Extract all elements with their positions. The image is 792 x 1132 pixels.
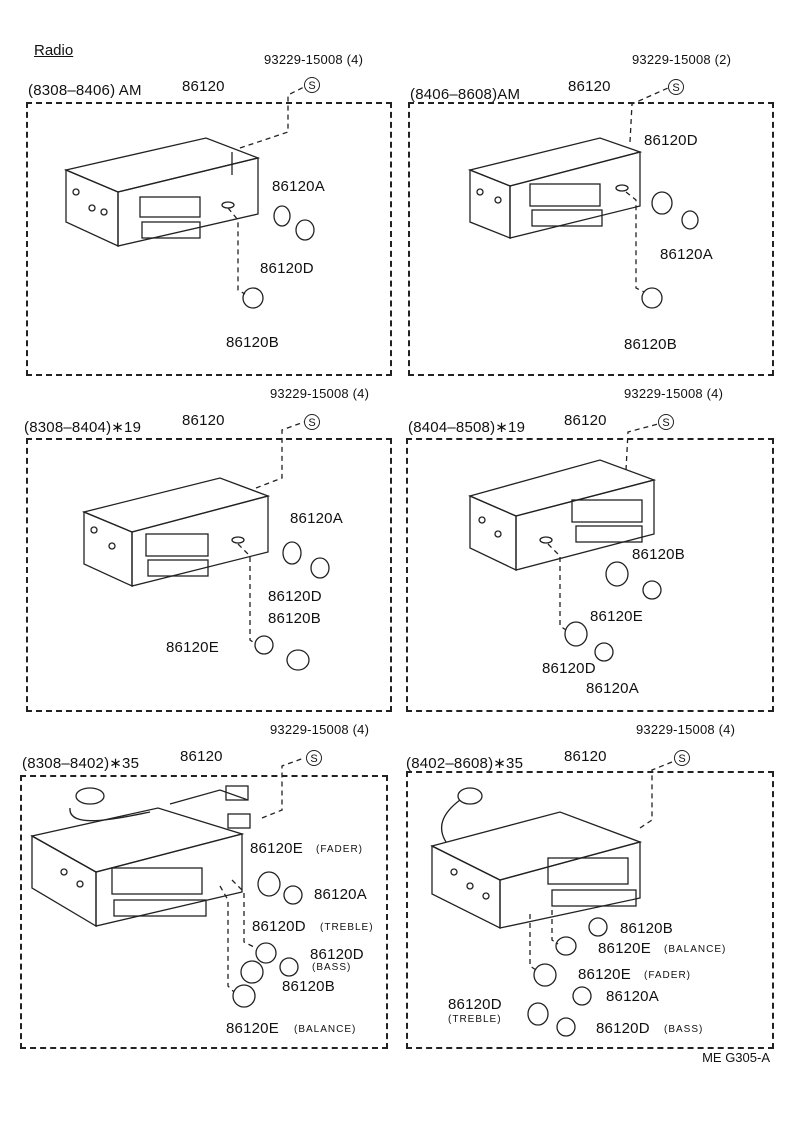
knob-5d-treble-drawing	[255, 942, 277, 964]
panel-1-frame	[26, 102, 392, 376]
radio-unit-4-drawing	[468, 459, 657, 572]
knob-1d-drawing	[273, 205, 291, 227]
callout-86120a-4: 86120A	[586, 680, 639, 697]
knob-2d-drawing	[651, 191, 673, 215]
screw-symbol-5: S	[306, 750, 322, 766]
knob-3b-drawing	[286, 649, 310, 671]
callout-86120d-2: 86120D	[644, 132, 698, 149]
knob-6b-drawing	[588, 917, 608, 937]
part-main-2: 86120	[568, 78, 611, 95]
callout-86120b-3: 86120B	[268, 610, 321, 627]
knob-4a-drawing	[594, 642, 614, 662]
knob-1b-drawing	[242, 287, 264, 309]
knob-6a-drawing	[572, 986, 592, 1006]
knob-5e-fader-drawing	[257, 871, 281, 897]
callout-86120a-5: 86120A	[314, 886, 367, 903]
knob-6d-treble-drawing	[527, 1002, 549, 1026]
screw-symbol-6: S	[674, 750, 690, 766]
callout-86120a-1: 86120A	[272, 178, 325, 195]
qualifier-bass-6: (BASS)	[664, 1024, 704, 1035]
callout-86120a-6: 86120A	[606, 988, 659, 1005]
screw-label-5: 93229-15008 (4)	[270, 722, 370, 737]
knob-6e-balance-drawing	[555, 936, 577, 956]
panel-6-frame	[406, 771, 774, 1049]
screw-symbol-2: S	[668, 79, 684, 95]
page-title: Radio	[34, 42, 74, 59]
knob-6e-fader-drawing	[533, 963, 557, 987]
callout-86120e-fader-6: 86120E	[578, 966, 631, 983]
knob-3e-drawing	[254, 635, 274, 655]
callout-86120d-bass-6: 86120D	[596, 1020, 650, 1037]
panel-4-frame	[406, 438, 774, 712]
callout-86120d-3: 86120D	[268, 588, 322, 605]
callout-86120d-bass-5: 86120D	[310, 946, 364, 963]
panel-5-frame	[20, 775, 388, 1049]
callout-86120e-balance-5: 86120E	[226, 1020, 279, 1037]
callout-86120d-4: 86120D	[542, 660, 596, 677]
radio-unit-1-drawing	[63, 137, 261, 248]
range-label-3: (8308–8404)∗19	[24, 419, 142, 436]
radio-unit-2-drawing	[467, 137, 643, 239]
callout-86120b-2: 86120B	[624, 336, 677, 353]
part-main-6: 86120	[564, 748, 607, 765]
radio-unit-3-drawing	[81, 477, 271, 588]
part-main-1: 86120	[182, 78, 225, 95]
part-main-5: 86120	[180, 748, 223, 765]
screw-label-4: 93229-15008 (4)	[624, 386, 724, 401]
knob-2b-drawing	[641, 287, 663, 309]
callout-86120a-3: 86120A	[290, 510, 343, 527]
callout-86120e-4: 86120E	[590, 608, 643, 625]
knob-4d-drawing	[564, 621, 588, 647]
knob-1a-drawing	[295, 219, 315, 241]
qualifier-bass-5: (BASS)	[312, 962, 352, 973]
part-main-4: 86120	[564, 412, 607, 429]
callout-86120a-2: 86120A	[660, 246, 713, 263]
knob-3d-drawing	[282, 541, 302, 565]
knob-6d-bass-drawing	[556, 1017, 576, 1037]
part-main-3: 86120	[182, 412, 225, 429]
callout-86120b-6: 86120B	[620, 920, 673, 937]
screw-label-1: 93229-15008 (4)	[264, 52, 364, 67]
knob-5d-bass-drawing	[279, 957, 299, 977]
screw-label-6: 93229-15008 (4)	[636, 722, 736, 737]
callout-86120d-treble-5: 86120D	[252, 918, 306, 935]
range-label-6: (8402–8608)∗35	[406, 755, 524, 772]
qualifier-balance-5: (BALANCE)	[294, 1024, 357, 1035]
callout-86120d-1: 86120D	[260, 260, 314, 277]
callout-86120e-fader-5: 86120E	[250, 840, 303, 857]
figure-code: ME G305-A	[702, 1050, 770, 1065]
panel-2-frame	[408, 102, 774, 376]
range-label-1: (8308–8406) AM	[28, 82, 142, 99]
knob-3a-drawing	[310, 557, 330, 579]
callout-86120b-5: 86120B	[282, 978, 335, 995]
screw-symbol-3: S	[304, 414, 320, 430]
range-label-4: (8404–8508)∗19	[408, 419, 526, 436]
qualifier-treble-5: (TREBLE)	[320, 922, 374, 933]
screw-symbol-4: S	[658, 414, 674, 430]
knob-5e-balance-drawing	[232, 984, 256, 1008]
panel-3-frame	[26, 438, 392, 712]
callout-86120d-treble-6: 86120D	[448, 996, 502, 1013]
callout-86120e-balance-6: 86120E	[598, 940, 651, 957]
qualifier-treble-6: (TREBLE)	[448, 1014, 502, 1025]
knob-2a-drawing	[681, 210, 699, 230]
radio-unit-5-drawing	[30, 785, 251, 928]
qualifier-balance-6: (BALANCE)	[664, 944, 727, 955]
screw-label-3: 93229-15008 (4)	[270, 386, 370, 401]
range-label-2: (8406–8608)AM	[410, 86, 521, 103]
radio-unit-6-drawing	[430, 787, 643, 930]
range-label-5: (8308–8402)∗35	[22, 755, 140, 772]
callout-86120b-1: 86120B	[226, 334, 279, 351]
qualifier-fader-6: (FADER)	[644, 970, 691, 981]
knob-5b-drawing	[240, 960, 264, 984]
screw-symbol-1: S	[304, 77, 320, 93]
qualifier-fader-5: (FADER)	[316, 844, 363, 855]
knob-4e-drawing	[605, 561, 629, 587]
callout-86120b-4: 86120B	[632, 546, 685, 563]
callout-86120e-3: 86120E	[166, 639, 219, 656]
screw-label-2: 93229-15008 (2)	[632, 52, 732, 67]
knob-4b-drawing	[642, 580, 662, 600]
knob-5a-drawing	[283, 885, 303, 905]
